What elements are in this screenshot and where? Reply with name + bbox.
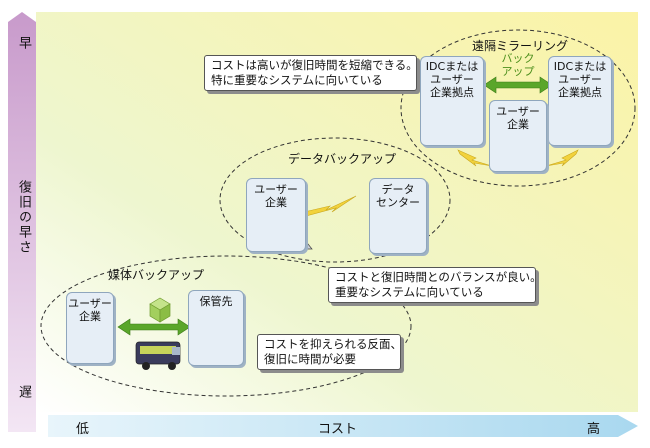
lightning-right-icon [545, 149, 579, 167]
x-axis-right-label: 高 [587, 422, 601, 437]
media-backup-title: 媒体バックアップ [108, 268, 205, 282]
media-user-label-line1: ユーザー [68, 297, 112, 310]
mirror-left-line3: 企業拠点 [430, 86, 474, 99]
x-axis-title: コスト [318, 422, 358, 437]
data-backup-note: コストと復旧時間とのバランスが良い。 重要なシステムに向いている [328, 267, 542, 303]
data-backup-ellipse [219, 137, 451, 263]
mirror-note-line2: 特に重要なシステムに向いている [211, 73, 383, 87]
media-user-card: ユーザー 企業 [66, 292, 114, 364]
media-note-line2: 復旧に時間が必要 [264, 352, 356, 366]
lightning-left-icon [457, 149, 493, 167]
x-axis-arrow [48, 415, 638, 437]
data-user-card: ユーザー 企業 [246, 178, 306, 252]
backup-label-line1: バック [501, 52, 535, 65]
data-note-line2: 重要なシステムに向いている [335, 285, 484, 299]
lightning-icon [303, 195, 357, 217]
data-user-label-line2: 企業 [265, 196, 287, 209]
media-backup-note: コストを抑えられる反面、 復旧に時間が必要 [257, 334, 402, 370]
y-axis-title: 復旧の早さ [16, 180, 31, 255]
mirror-left-line2: ユーザー [430, 73, 474, 86]
data-user-label-line1: ユーザー [254, 183, 298, 196]
media-user-label-line2: 企業 [79, 310, 101, 323]
y-axis-top-label: 早 [16, 36, 31, 49]
storage-label: 保管先 [199, 295, 233, 308]
mirror-right-site-card: IDCまたは ユーザー 企業拠点 [548, 56, 612, 146]
mirror-right-line1: IDCまたは [553, 60, 607, 73]
media-cube-icon [149, 297, 171, 323]
mirror-user-label-line1: ユーザー [496, 105, 540, 118]
delivery-truck-icon [135, 341, 181, 370]
storage-card: 保管先 [188, 290, 244, 366]
x-axis-left-label: 低 [76, 422, 90, 437]
mirror-left-line1: IDCまたは [425, 60, 479, 73]
remote-mirroring-note: コストは高いが復旧時間を短縮できる。 特に重要なシステムに向いている [204, 55, 418, 91]
data-backup-title: データバックアップ [288, 152, 397, 166]
mirror-note-line1: コストは高いが復旧時間を短縮できる。 [211, 58, 418, 72]
backup-arrow-label: バック アップ [498, 52, 538, 78]
media-note-line1: コストを抑えられる反面、 [264, 337, 402, 351]
remote-mirroring-ellipse [400, 29, 636, 187]
data-note-line1: コストと復旧時間とのバランスが良い。 [335, 270, 542, 284]
y-axis-arrow [8, 12, 36, 432]
y-axis-bottom-label: 遅 [16, 385, 31, 398]
mirror-user-card: ユーザー 企業 [489, 100, 547, 172]
mirror-left-site-card: IDCまたは ユーザー 企業拠点 [420, 56, 484, 146]
data-center-label-line1: データ [381, 183, 415, 196]
mirror-user-label-line2: 企業 [507, 118, 529, 131]
mirror-right-line2: ユーザー [558, 73, 602, 86]
media-backup-ellipse [40, 255, 412, 397]
backup-label-line2: アップ [501, 65, 535, 78]
remote-mirroring-title: 遠隔ミラーリング [472, 39, 569, 53]
mirror-right-line3: 企業拠点 [558, 86, 602, 99]
data-center-card: データ センター [369, 178, 427, 254]
data-center-label-line2: センター [376, 196, 420, 209]
